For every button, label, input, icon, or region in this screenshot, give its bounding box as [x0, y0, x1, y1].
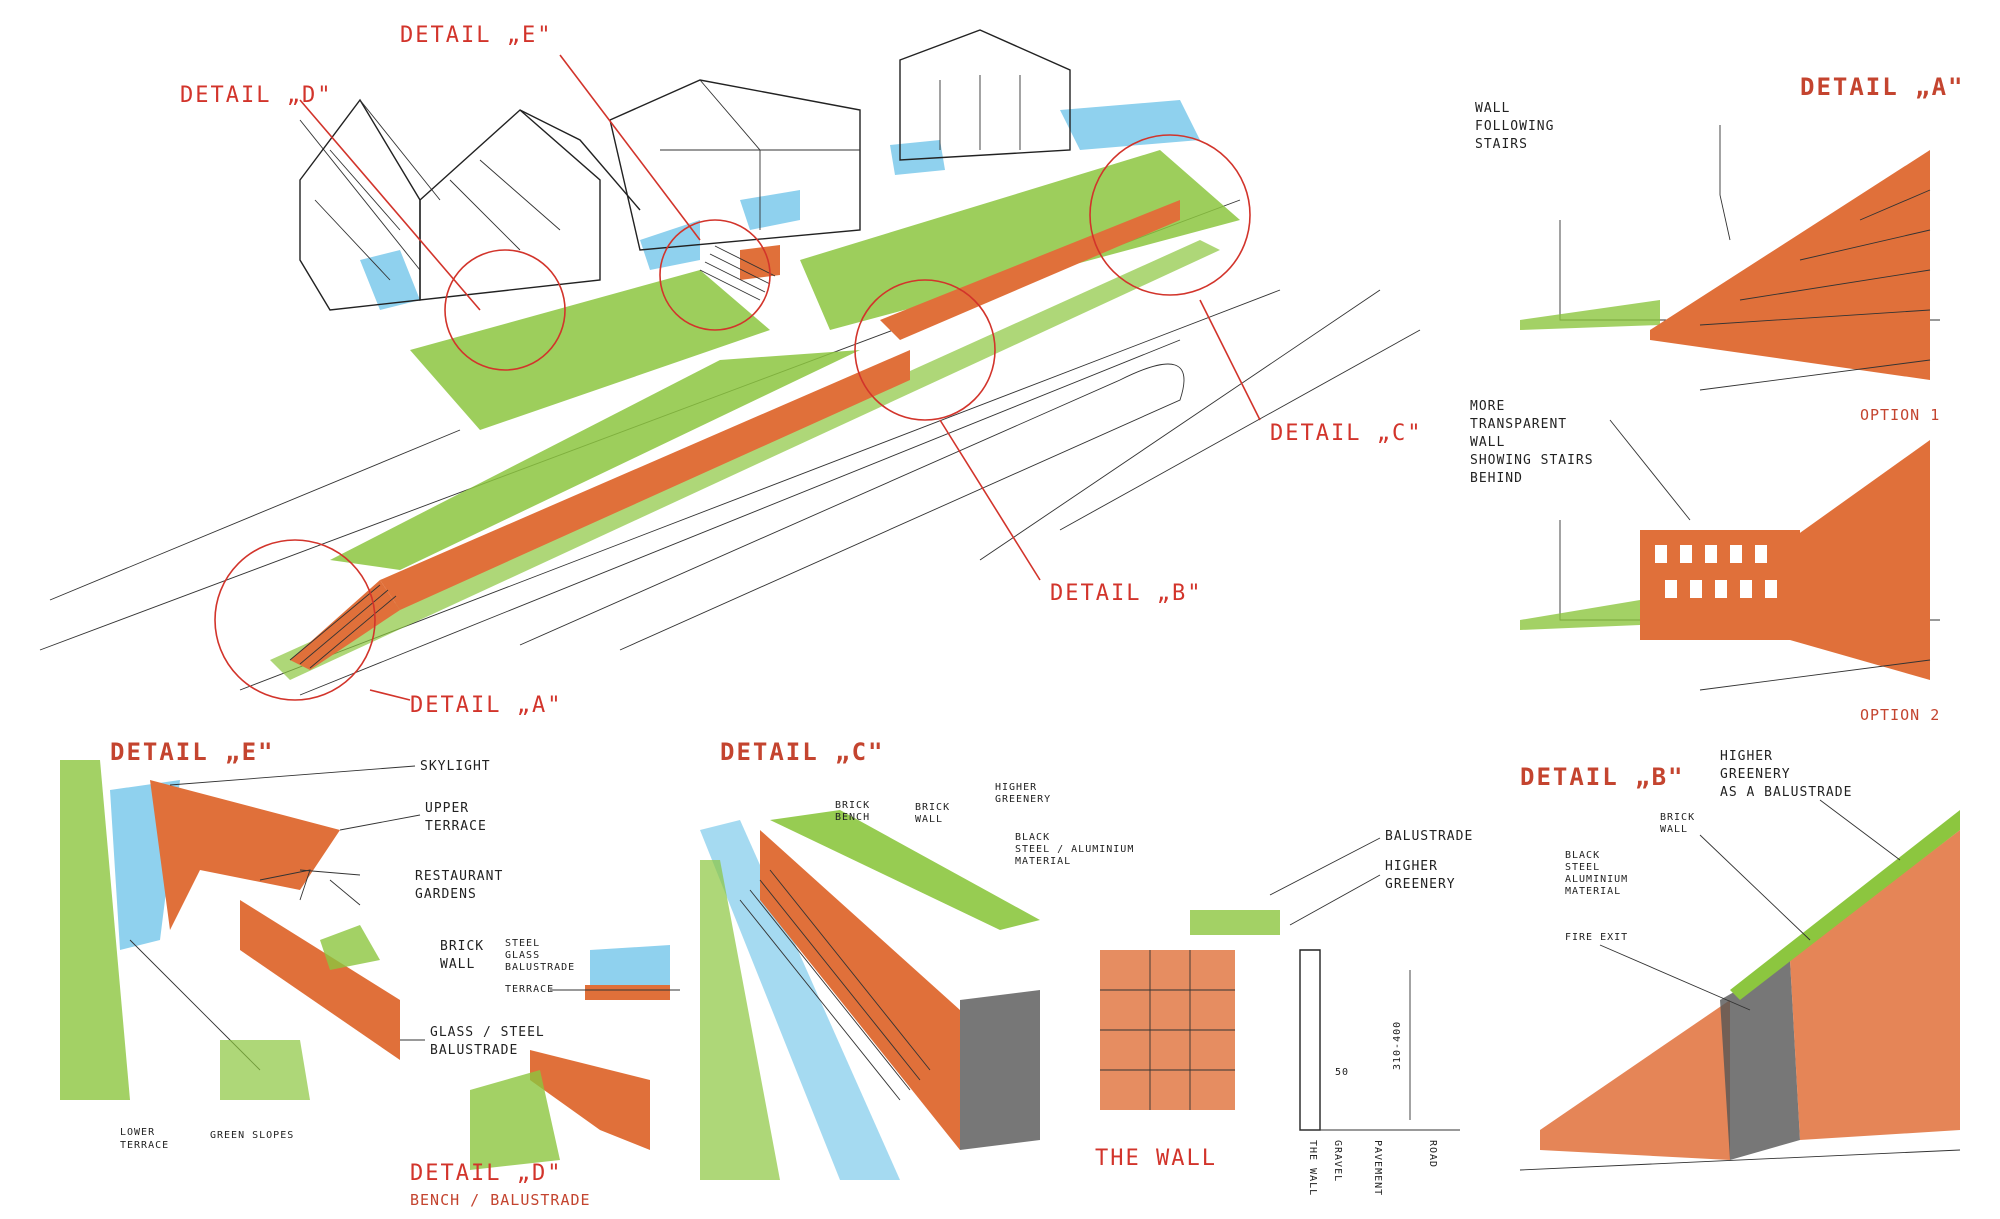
note-glass-steel-1: GLASS / STEEL [430, 1025, 545, 1040]
option-1-label: OPTION 1 [1860, 406, 1940, 424]
brick-wall-b-right [1790, 830, 1960, 1140]
brick-wall-option-1 [1650, 150, 1930, 380]
note-brick-wall-c-2: WALL [915, 814, 943, 825]
detail-a-panel: DETAIL „A" WALL FOLLOWING STAIRS OPTION … [1470, 73, 1965, 724]
note-higher-greenery-c2-2: GREENERY [1385, 877, 1456, 892]
overview-detail-a-label: DETAIL „A" [410, 693, 562, 718]
note-steel-1: STEEL [505, 938, 540, 949]
dim-height-label: 310-400 [1392, 1021, 1403, 1070]
note-transparent-4: SHOWING STAIRS [1470, 453, 1594, 468]
note-skylight: SKYLIGHT [420, 759, 491, 774]
note-transparent-1: MORE [1470, 399, 1505, 414]
note-brick-bench-1: BRICK [835, 800, 870, 811]
note-higher-greenery-c2-1: HIGHER [1385, 859, 1438, 874]
overview-detail-c-label: DETAIL „C" [1270, 421, 1422, 446]
note-higher-greenery-c-2: GREENERY [995, 794, 1051, 805]
brick-wall-main [380, 350, 910, 610]
note-upper-terrace-2: TERRACE [425, 819, 487, 834]
glass-facade-4 [890, 140, 945, 175]
note-higher-greenery-b-3: AS A BALUSTRADE [1720, 785, 1852, 800]
detail-a-title: DETAIL „A" [1800, 73, 1965, 101]
bench-balustrade-brick [530, 1050, 650, 1150]
dim-width-label: 50 [1335, 1067, 1349, 1078]
overview-sketch: DETAIL „D" DETAIL „E" DETAIL „C" DETAIL … [39, 23, 1422, 718]
section-label-road: ROAD [1427, 1140, 1438, 1168]
grass-option-1 [1520, 300, 1660, 330]
glass-facade-3 [740, 190, 800, 230]
note-black-steel-b-2: STEEL [1565, 862, 1600, 873]
building-4 [899, 29, 1071, 161]
greenery-c [770, 810, 1040, 930]
brick-wall-b-left [1540, 1000, 1730, 1160]
detail-b-panel: DETAIL „B" HIGHER GREENERY AS A BALUSTRA… [1519, 749, 1961, 1171]
detail-c-title: DETAIL „C" [720, 738, 885, 766]
note-restaurant-1: RESTAURANT [415, 869, 503, 884]
brick-wall-upper [880, 200, 1180, 340]
note-brick-wall-b-2: WALL [1660, 824, 1688, 835]
detail-d-subtitle: BENCH / BALUSTRADE [410, 1191, 591, 1209]
note-black-steel-b-1: BLACK [1565, 850, 1600, 861]
detail-c-panel: DETAIL „C" THE WALL 310-400 50 THE WALL … [700, 738, 1473, 1196]
detail-b-title: DETAIL „B" [1520, 763, 1685, 791]
overview-detail-b-label: DETAIL „B" [1050, 581, 1202, 606]
fire-exit-steel [1720, 960, 1800, 1160]
note-steel-2: GLASS [505, 950, 540, 961]
note-glass-steel-2: BALUSTRADE [430, 1043, 518, 1058]
steel-panel-c [960, 990, 1040, 1150]
note-higher-greenery-b-2: GREENERY [1720, 767, 1791, 782]
detail-e-title: DETAIL „E" [110, 738, 275, 766]
overview-detail-e-label: DETAIL „E" [400, 23, 552, 48]
glass-facade-2 [640, 220, 700, 270]
note-black-steel-c-2: STEEL / ALUMINIUM [1015, 844, 1134, 855]
note-higher-greenery-b-1: HIGHER [1720, 749, 1773, 764]
detail-d-title: DETAIL „D" [410, 1161, 562, 1186]
section-label-gravel: GRAVEL [1332, 1140, 1343, 1182]
brick-wall-e [240, 900, 400, 1060]
note-black-steel-c-3: MATERIAL [1015, 856, 1071, 867]
grass-upper-terrace [410, 270, 770, 430]
detail-e-panel: DETAIL „E" SKYLIGHT UPPER TERRACE RESTAU… [60, 738, 680, 1209]
building-3 [609, 79, 861, 251]
option-2-label: OPTION 2 [1860, 706, 1940, 724]
note-terrace-small: TERRACE [505, 984, 554, 995]
note-brick-bench-2: BENCH [835, 812, 870, 823]
note-black-steel-c-1: BLACK [1015, 832, 1050, 843]
note-brick-wall-b-1: BRICK [1660, 812, 1695, 823]
overview-detail-d-label: DETAIL „D" [180, 83, 332, 108]
brick-bench-c [760, 830, 960, 1150]
note-transparent-2: TRANSPARENT [1470, 417, 1567, 432]
note-brick-wall-e-2: WALL [440, 957, 475, 972]
building-2 [419, 109, 641, 301]
the-wall-label: THE WALL [1095, 1146, 1217, 1171]
note-fire-exit: FIRE EXIT [1565, 932, 1628, 943]
grass-main-slope [800, 150, 1240, 330]
greenery-b [1730, 810, 1960, 1000]
note-wall-following-1: WALL [1475, 101, 1510, 116]
section-label-the-wall: THE WALL [1307, 1140, 1318, 1196]
small-section-glass [590, 945, 670, 990]
note-brick-wall-e-1: BRICK [440, 939, 484, 954]
note-wall-following-3: STAIRS [1475, 137, 1528, 152]
grass-strip [270, 240, 1220, 680]
note-restaurant-2: GARDENS [415, 887, 477, 902]
note-transparent-3: WALL [1470, 435, 1505, 450]
note-green-slopes: GREEN SLOPES [210, 1130, 294, 1141]
note-lower-terrace-1: LOWER [120, 1127, 155, 1138]
section-label-pavement: PAVEMENT [1372, 1140, 1383, 1196]
note-wall-following-2: FOLLOWING [1475, 119, 1554, 134]
grass-lower-slope [330, 350, 860, 570]
note-black-steel-b-3: ALUMINIUM [1565, 874, 1628, 885]
note-balustrade-c: BALUSTRADE [1385, 829, 1473, 844]
note-lower-terrace-2: TERRACE [120, 1140, 169, 1151]
note-steel-3: BALUSTRADE [505, 962, 575, 973]
note-brick-wall-c-1: BRICK [915, 802, 950, 813]
note-transparent-5: BEHIND [1470, 471, 1523, 486]
note-black-steel-b-4: MATERIAL [1565, 886, 1621, 897]
upper-terrace-brick [150, 780, 340, 930]
note-higher-greenery-c-1: HIGHER [995, 782, 1037, 793]
note-upper-terrace-1: UPPER [425, 801, 469, 816]
